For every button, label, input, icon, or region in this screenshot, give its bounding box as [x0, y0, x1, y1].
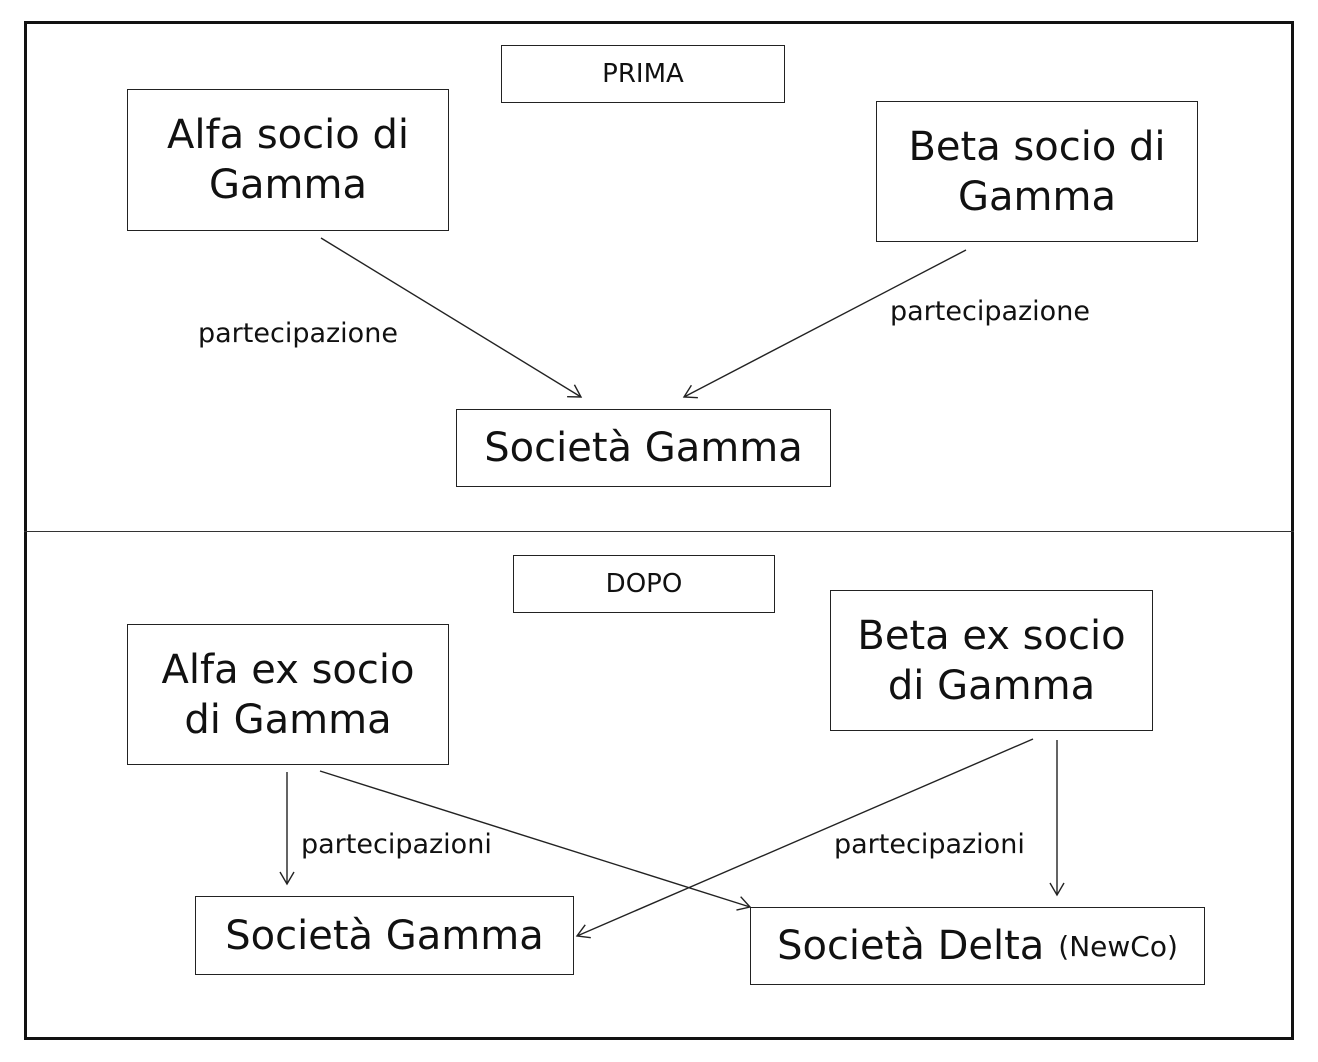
- section-divider: [24, 531, 1294, 532]
- prima-title-box: PRIMA: [501, 45, 785, 103]
- prima-node-alfa: Alfa socio di Gamma: [127, 89, 449, 231]
- prima-node-beta: Beta socio di Gamma: [876, 101, 1198, 242]
- dopo-node-alfa-label: Alfa ex socio di Gamma: [161, 646, 415, 743]
- dopo-node-beta-label: Beta ex socio di Gamma: [857, 612, 1126, 709]
- prima-node-gamma: Società Gamma: [456, 409, 831, 487]
- dopo-title-box: DOPO: [513, 555, 775, 613]
- prima-node-gamma-label: Società Gamma: [484, 425, 803, 471]
- prima-node-alfa-label: Alfa socio di Gamma: [167, 112, 409, 208]
- prima-edge-label-alfa: partecipazione: [198, 318, 398, 349]
- dopo-edge-label-alfa: partecipazioni: [301, 829, 492, 860]
- dopo-node-delta-note: (NewCo): [1058, 929, 1178, 963]
- dopo-node-alfa: Alfa ex socio di Gamma: [127, 624, 449, 765]
- dopo-node-gamma: Società Gamma: [195, 896, 574, 975]
- dopo-node-delta-label: Società Delta: [777, 923, 1045, 969]
- dopo-node-beta: Beta ex socio di Gamma: [830, 590, 1153, 731]
- dopo-title: DOPO: [605, 568, 683, 599]
- prima-title: PRIMA: [602, 58, 684, 89]
- prima-node-beta-label: Beta socio di Gamma: [908, 123, 1166, 220]
- diagram-frame: [24, 21, 1294, 1040]
- dopo-edge-label-beta: partecipazioni: [834, 829, 1025, 860]
- dopo-node-gamma-label: Società Gamma: [225, 912, 544, 959]
- prima-edge-label-beta: partecipazione: [890, 296, 1090, 327]
- dopo-node-delta: Società Delta (NewCo): [750, 907, 1205, 985]
